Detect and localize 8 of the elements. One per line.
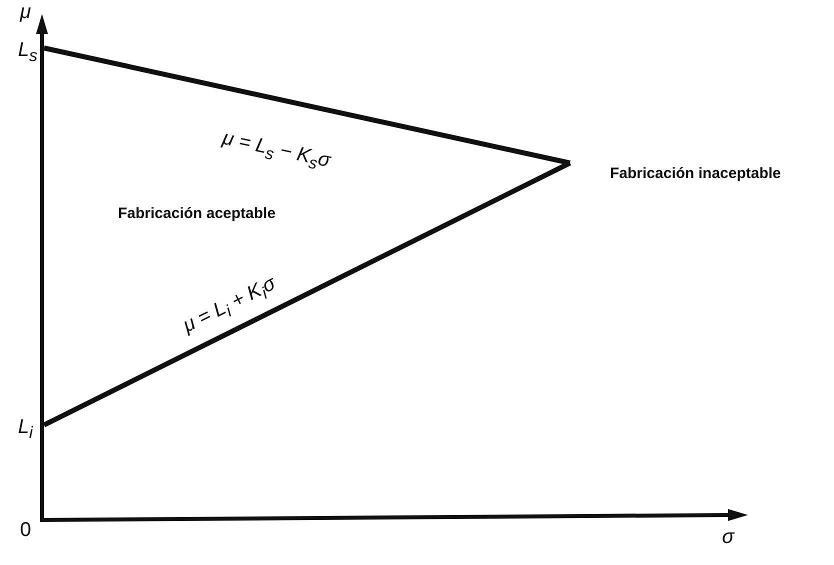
region-label: Fabricación aceptable: [118, 206, 276, 221]
axis-tick-label: L$_{i}$: [18, 417, 33, 442]
equation-label: μ = L$_{s}$ − K$_{s}$σ: [220, 128, 332, 176]
axis-tick-label: 0: [20, 520, 32, 540]
axis-tick-label: L$_{s}$: [18, 40, 38, 65]
axis-label: σ: [722, 527, 734, 547]
region-label: Fabricación inaceptable: [610, 166, 781, 181]
axis-label: μ: [20, 2, 31, 22]
